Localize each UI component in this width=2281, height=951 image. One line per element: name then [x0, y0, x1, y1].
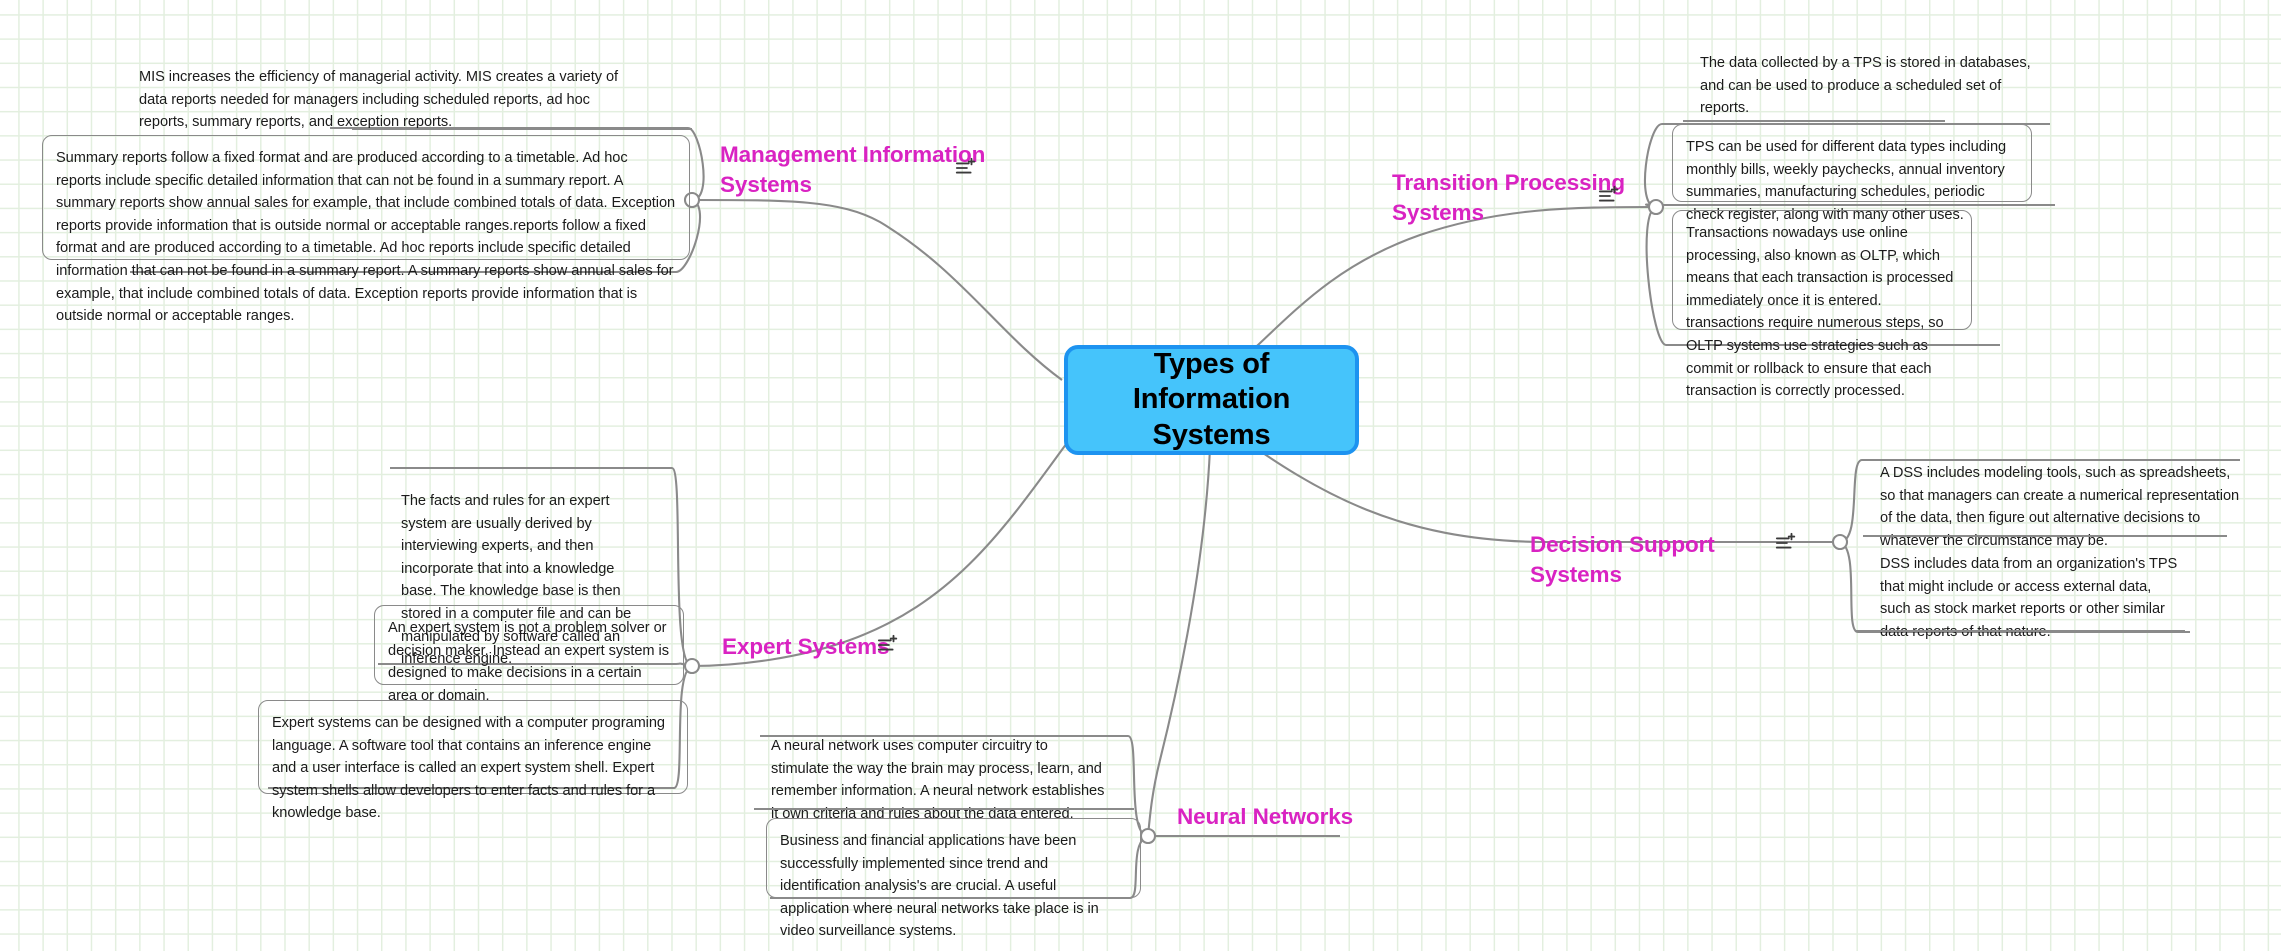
- note-rule: [352, 128, 692, 130]
- note-dss-2[interactable]: DSS includes data from an organization's…: [1880, 556, 2178, 640]
- note-add-icon[interactable]: [1775, 532, 1797, 554]
- note-expert-3[interactable]: Expert systems can be designed with a co…: [258, 700, 688, 821]
- note-neural-1[interactable]: A neural network uses computer circuitry…: [771, 738, 1105, 822]
- branch-label-transition-processing-systems[interactable]: Transition Processing Systems: [1392, 170, 1625, 225]
- branch-label-management-information-systems[interactable]: Management Information Systems: [720, 142, 986, 197]
- note-neural-2[interactable]: Business and financial applications have…: [766, 818, 1141, 939]
- note-add-icon[interactable]: [877, 634, 899, 656]
- note-tps-3[interactable]: Transactions nowadays use online process…: [1672, 210, 1972, 399]
- note-tps-1[interactable]: The data collected by a TPS is stored in…: [1700, 55, 2031, 117]
- note-dss-1[interactable]: A DSS includes modeling tools, such as s…: [1880, 465, 2240, 549]
- note-expert-1[interactable]: The facts and rules for an expert system…: [401, 493, 632, 668]
- note-mis-2[interactable]: Summary reports follow a fixed format an…: [42, 135, 690, 324]
- branch-label-neural-networks[interactable]: Neural Networks: [1177, 804, 1354, 829]
- note-add-icon[interactable]: [955, 157, 977, 179]
- note-rule: [1863, 535, 2227, 537]
- note-add-icon[interactable]: [1598, 185, 1620, 207]
- branch-label-decision-support-systems[interactable]: Decision Support Systems: [1530, 532, 1715, 587]
- note-rule: [754, 808, 1134, 810]
- note-rule: [1855, 630, 2185, 632]
- central-topic-node[interactable]: Types of Information Systems: [1064, 345, 1359, 455]
- note-mis-1[interactable]: MIS increases the efficiency of manageri…: [139, 69, 619, 131]
- note-tps-2[interactable]: TPS can be used for different data types…: [1672, 124, 2032, 223]
- note-rule: [1683, 120, 1945, 122]
- branch-label-expert-systems[interactable]: Expert Systems: [722, 634, 890, 659]
- note-expert-2[interactable]: An expert system is not a problem solver…: [374, 605, 684, 704]
